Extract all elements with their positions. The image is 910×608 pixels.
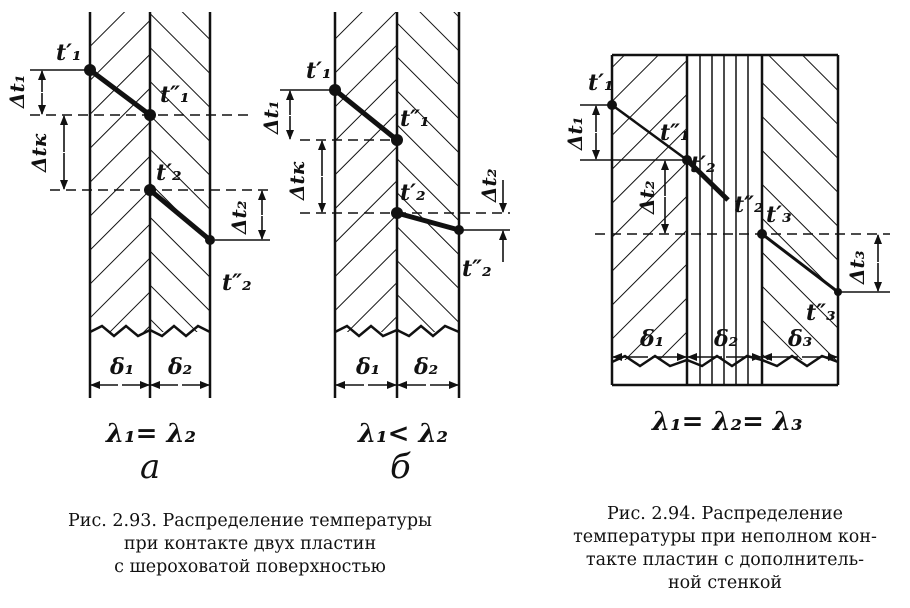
label-delta-1: δ₁ xyxy=(355,354,380,380)
plate-3 xyxy=(762,55,838,360)
plate-outline xyxy=(333,12,461,398)
label-delta-2: δ₂ xyxy=(713,326,738,352)
caption-line: с шероховатой поверхностью xyxy=(114,557,386,577)
label-delta-t2: Δt₂ xyxy=(635,180,659,215)
label-t2-double: t″₂ xyxy=(462,256,492,282)
plate-2 xyxy=(150,12,210,332)
plate-outline xyxy=(88,12,212,398)
caption-fig-2-94: Рис. 2.94. Распределение температуры при… xyxy=(560,503,890,595)
figure-c: t′₁ t″₁ t′₂ t″₂ t′₃ t″₃ Δt₁ Δt₂ Δt₃ δ₁ δ… xyxy=(563,53,890,437)
label-delta-1: δ₁ xyxy=(109,354,134,380)
label-delta-t1: Δt₁ xyxy=(563,116,587,151)
plate-1 xyxy=(90,12,150,332)
plate-1 xyxy=(612,55,687,360)
plate-2 xyxy=(397,12,459,332)
label-delta-1: δ₁ xyxy=(639,326,664,352)
lambda-relation-b: λ₁< λ₂ xyxy=(357,419,448,449)
sublabel-a: а xyxy=(140,447,160,487)
plate-middle xyxy=(699,55,749,385)
label-delta-2: δ₂ xyxy=(413,354,438,380)
caption-line: такте пластин с дополнитель- xyxy=(585,550,865,570)
label-t1-double: t″₁ xyxy=(160,82,190,108)
label-t3-double: t″₃ xyxy=(806,300,836,326)
label-delta-t1: Δt₁ xyxy=(5,74,29,109)
label-delta-t1: Δt₁ xyxy=(259,100,283,135)
label-delta-tk: Δtк xyxy=(285,161,309,201)
sublabel-b: б xyxy=(390,447,411,487)
label-delta-3: δ₃ xyxy=(787,326,813,352)
temperature-line-1 xyxy=(88,68,152,117)
label-delta-2: δ₂ xyxy=(167,354,192,380)
label-t1-prime: t′₁ xyxy=(306,58,332,84)
label-t2-prime: t′₂ xyxy=(690,152,716,178)
temperature-line-3 xyxy=(761,232,839,294)
temperature-line-1 xyxy=(333,88,399,142)
label-t1-double: t″₁ xyxy=(400,106,430,132)
temperature-line-2 xyxy=(148,188,212,242)
temperature-line-2 xyxy=(396,210,460,233)
figure-b: t′₁ t″₁ t′₂ t″₂ Δt₁ Δtк Δt₂ δ₁ δ₂ λ₁< λ₂… xyxy=(259,12,510,487)
label-t1-prime: t′₁ xyxy=(588,70,614,96)
caption-line: при контакте двух пластин xyxy=(123,534,377,554)
label-t1-prime: t′₁ xyxy=(56,40,82,66)
dimension-arrows xyxy=(286,90,507,389)
temperature-line-1 xyxy=(611,103,688,162)
temperature-line-2 xyxy=(685,158,730,202)
label-t2-prime: t′₂ xyxy=(400,180,426,206)
lambda-relation-a: λ₁= λ₂ xyxy=(105,419,196,449)
label-t1-double: t″₁ xyxy=(660,120,690,146)
plate-1 xyxy=(335,12,397,332)
caption-line: Рис. 2.93. Распределение температуры xyxy=(68,511,432,531)
figure-a: t′₁ t″₁ t′₂ t″₂ Δt₁ Δtк Δt₂ δ₁ δ₂ λ₁= λ₂… xyxy=(5,12,270,487)
label-t2-prime: t′₂ xyxy=(156,160,182,186)
label-t3-prime: t′₃ xyxy=(766,202,792,228)
caption-fig-2-93: Рис. 2.93. Распределение температуры при… xyxy=(40,510,460,579)
dimension-arrows xyxy=(592,105,882,361)
lambda-relation-c: λ₁= λ₂= λ₃ xyxy=(651,407,803,437)
caption-line: Рис. 2.94. Распределение xyxy=(607,504,843,524)
label-delta-t2: Δt₂ xyxy=(227,200,251,235)
label-t2-double: t″₂ xyxy=(734,192,764,218)
caption-line: температуры при неполном кон- xyxy=(573,527,877,547)
label-delta-t2: Δt₂ xyxy=(477,168,501,203)
label-t2-double: t″₂ xyxy=(222,270,252,296)
label-delta-tk: Δtк xyxy=(27,133,51,173)
dimension-arrows xyxy=(38,70,266,389)
caption-line: ной стенкой xyxy=(667,573,783,593)
label-delta-t3: Δt₃ xyxy=(845,250,869,285)
plate-outline xyxy=(610,53,840,387)
temp-point xyxy=(205,235,215,245)
